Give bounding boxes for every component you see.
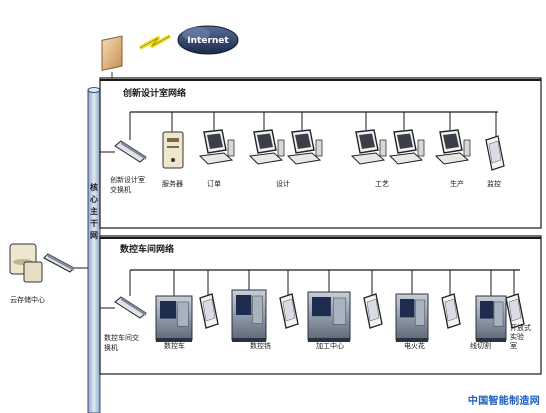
workstation-icon <box>388 112 425 165</box>
process-label: 工艺 <box>375 180 389 188</box>
cnc-switch-icon <box>100 270 147 319</box>
lab-label-line3: 室 <box>510 341 517 350</box>
order-label: 订单 <box>207 179 221 188</box>
internet-cloud: Internet <box>177 25 239 55</box>
machining-center-label: 加工中心 <box>316 341 344 350</box>
mill-label: 数控铣 <box>250 341 271 350</box>
design-switch-label-line2: 交换机 <box>110 185 131 194</box>
wire-cut-machine-icon <box>475 270 507 342</box>
cnc-switch-label: 数控车间交 换机 <box>104 333 141 352</box>
workstation-layer <box>198 112 471 165</box>
cnc-device-layer <box>155 270 525 342</box>
server-icon <box>162 112 184 169</box>
design-switch-label: 创新设计室 交换机 <box>110 175 147 194</box>
monitor-label: 监控 <box>487 179 501 188</box>
handheld-terminal-icon <box>199 270 219 329</box>
lab-label: 开放式 实验 室 <box>510 323 533 350</box>
firewall-icon <box>101 35 123 71</box>
workstation-icon <box>198 112 235 165</box>
wire-cut-label: 线切割 <box>470 341 491 350</box>
cloud-storage-icon <box>9 243 88 283</box>
workstation-icon <box>248 112 285 165</box>
production-label: 生产 <box>450 179 464 188</box>
backbone-label-char: 主 <box>90 206 98 216</box>
design-label: 设计 <box>276 179 290 188</box>
machining-center-icon <box>307 270 351 342</box>
edm-label: 电火花 <box>404 341 425 350</box>
workstation-icon <box>350 112 387 165</box>
lab-label-line1: 开放式 <box>510 323 531 332</box>
handheld-terminal-icon <box>505 270 525 329</box>
design-switch-icon <box>100 112 147 163</box>
cnc-lathe-icon <box>155 270 193 342</box>
backbone-label-char: 网 <box>90 231 98 240</box>
cnc-mill-icon <box>231 270 267 342</box>
lathe-label: 数控车 <box>164 341 185 350</box>
backbone-label-char: 心 <box>90 194 98 204</box>
handheld-monitor-icon <box>485 112 505 171</box>
handheld-terminal-icon <box>363 270 383 329</box>
cnc-network-title: 数控车间网络 <box>120 243 174 255</box>
backbone-bus <box>87 87 101 413</box>
cnc-switch-label-line2: 换机 <box>104 343 118 352</box>
cnc-switch-label-line1: 数控车间交 <box>104 333 139 342</box>
internet-label: Internet <box>187 36 229 46</box>
workstation-icon <box>286 112 323 165</box>
edm-machine-icon <box>395 270 429 342</box>
server-label: 服务器 <box>162 179 183 188</box>
backbone-label-char: 干 <box>90 219 98 228</box>
design-switch-label-line1: 创新设计室 <box>110 175 145 184</box>
handheld-terminal-icon <box>441 270 461 329</box>
backbone-label-char: 核 <box>90 182 98 192</box>
watermark: 中国智能制造网 <box>467 396 540 407</box>
workstation-icon <box>434 112 471 165</box>
design-network-title: 创新设计室网络 <box>122 87 186 99</box>
cloud-storage-label: 云存储中心 <box>10 295 45 304</box>
backbone-label: 核心主干网 <box>90 182 98 240</box>
lightning-icon <box>139 34 171 50</box>
handheld-terminal-icon <box>279 270 299 329</box>
lab-label-line2: 实验 <box>510 332 524 341</box>
